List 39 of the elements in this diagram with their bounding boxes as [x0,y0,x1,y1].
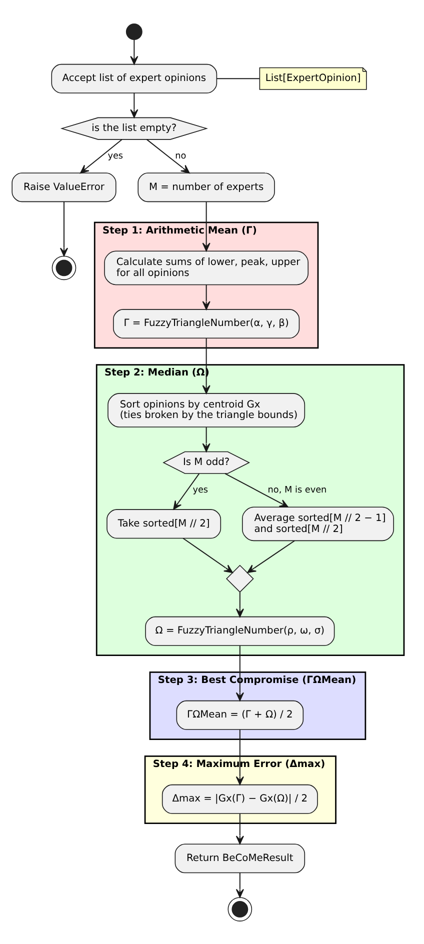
node-diamond [226,564,254,592]
node-box: Γ = FuzzyTriangleNumber(α, γ, β) [113,308,300,338]
edge-label: no [175,150,186,161]
connector [216,78,260,79]
node-box: Calculate sums of lower, peak, upper for all opinions [104,250,308,285]
node-box: ΓΩMean = (Γ + Ω) / 2 [176,700,304,730]
arrow [236,644,244,701]
arrow [130,92,138,118]
arrow [202,284,210,310]
node-box: Δmax = |Gx(Γ) − Gx(Ω)| / 2 [162,784,318,814]
arrow [236,872,244,898]
arrow [173,472,200,510]
arrow [146,138,190,173]
node-box: M = number of experts [138,172,275,202]
arrow [236,812,244,844]
node-box: Ω = FuzzyTriangleNumber(ρ, ω, σ) [145,616,335,646]
node-box: Take sorted[M // 2] [106,508,222,538]
arrow [224,472,288,507]
node-box: Return BeCoMeResult [174,843,306,873]
arrow [60,201,68,256]
arrow [236,591,244,617]
arrow [80,138,122,173]
node-circle [52,255,76,280]
node-box: Raise ValueError [12,172,116,202]
node-circle [228,896,252,921]
edge-label: yes [108,150,124,161]
node-circle [126,23,142,40]
arrow [130,38,138,64]
arrow [182,537,233,573]
node-box: Sort opinions by centroid Gx (ties broken by the triangle bounds) [108,392,306,427]
node-box: Accept list of expert opinions [51,63,218,93]
edge-label: no, M is even [268,484,327,495]
arrow [202,337,210,394]
arrow [247,540,296,573]
node-box: Average sorted[M // 2 − 1] and sorted[M // 2] [242,506,394,541]
arrow [236,728,244,785]
arrow [202,201,210,251]
edge-label: yes [192,484,208,495]
arrow [202,426,210,452]
